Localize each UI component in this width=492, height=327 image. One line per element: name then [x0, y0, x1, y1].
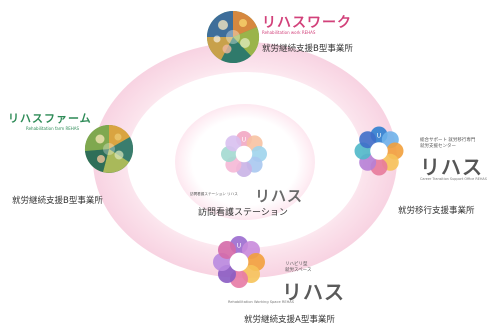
rehas-career-subtitle: Career Transition Support Office REHAS	[420, 177, 487, 181]
u-mark-icon: U	[237, 243, 241, 250]
flower-petal	[359, 131, 377, 149]
rehas-farm-description: 就労継続支援B型事業所	[12, 196, 103, 206]
career-small-label-1: 総合サポート 就労移行専門	[420, 138, 476, 143]
rehas-work-subtitle: Rehabilitation work REHAS	[262, 30, 316, 35]
center-small-label: 訪問看護ステーション リハス	[190, 192, 238, 196]
flower-logo-icon: U	[221, 131, 267, 177]
rehas-work-brand: リハスワーク	[262, 15, 352, 31]
u-mark-icon: U	[377, 133, 381, 140]
rehas-career-description: 就労移行支援事業所	[398, 206, 475, 216]
rehas-work-description: 就労継続支援B型事業所	[262, 44, 353, 54]
flower-center	[370, 142, 388, 160]
flower-petal	[225, 135, 242, 152]
vegetables-circle-logo-icon	[207, 11, 260, 64]
rehas-working-space-subtitle: Rehabilitation Working Space REHAS	[228, 300, 295, 304]
u-mark-icon: U	[242, 137, 246, 144]
flower-center	[229, 252, 249, 272]
center-brand: リハス	[255, 187, 304, 205]
career-small-label-2: 就労支援センター	[420, 144, 456, 149]
farm-produce-circle-logo-icon	[84, 124, 134, 173]
working-space-small-label-1: リハビリ型	[285, 262, 308, 267]
rehas-working-space-brand: リハス	[282, 280, 345, 304]
blue-flower-logo-icon: U	[354, 126, 404, 176]
rehas-farm-brand: リハスファーム	[8, 112, 92, 125]
flower-center	[235, 145, 253, 163]
working-space-small-label-2: 就労スペース	[285, 268, 312, 273]
flower-petal	[217, 240, 236, 259]
rehas-farm-subtitle: Rehabilitation farm REHAS	[26, 126, 80, 131]
rehas-career-brand: リハス	[420, 155, 483, 179]
purple-flower-logo-icon: U	[213, 236, 265, 288]
center-description: 訪問看護ステーション	[198, 208, 288, 218]
rehas-working-space-description: 就労継続支援A型事業所	[244, 315, 335, 325]
